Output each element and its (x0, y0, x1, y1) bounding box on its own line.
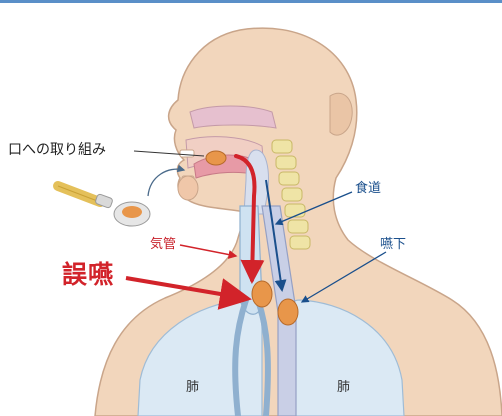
lung-left-label: 肺 (186, 381, 199, 394)
upper-teeth (180, 150, 194, 157)
trachea-leader (180, 245, 236, 256)
trachea-label: 気管 (150, 238, 176, 251)
food-bolus-icon (278, 299, 298, 325)
top-border (0, 0, 502, 3)
mouth-care-label: 口への取り組み (8, 143, 106, 157)
food-bolus-icon (252, 281, 272, 307)
spoon-icon (58, 186, 150, 226)
aspiration-label: 誤嚥 (62, 262, 114, 287)
lip (178, 176, 198, 200)
esophagus-label: 食道 (355, 182, 381, 195)
food-bolus-icon (206, 151, 226, 165)
swallowing-label: 嚥下 (380, 238, 406, 251)
lung-right-label: 肺 (337, 381, 350, 394)
nasal-cavity (190, 106, 276, 128)
